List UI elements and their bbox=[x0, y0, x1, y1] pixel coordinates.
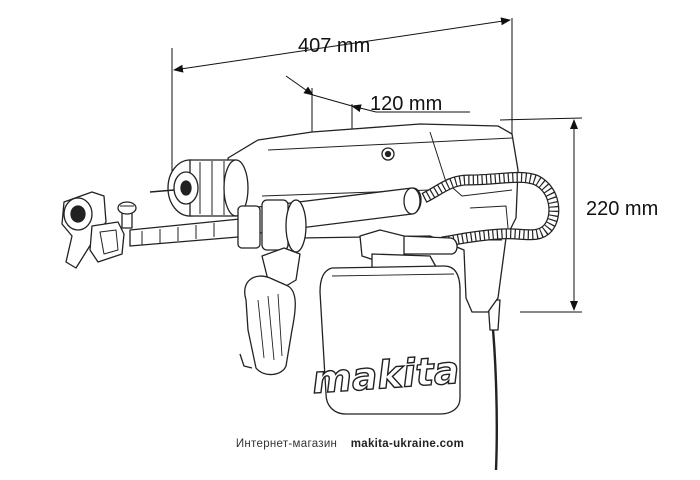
chuck bbox=[167, 159, 249, 217]
dust-extraction-tube bbox=[129, 187, 422, 253]
footer: Интернет-магазин makita-ukraine.com bbox=[0, 438, 700, 450]
flexible-hose bbox=[421, 171, 560, 248]
dust-cap bbox=[61, 191, 137, 269]
dust-bag bbox=[319, 253, 461, 415]
power-cord bbox=[490, 317, 498, 471]
height-dimension-label: 220 mm bbox=[586, 198, 658, 220]
tool-drawing bbox=[61, 123, 560, 471]
side-handle bbox=[239, 247, 301, 376]
depth-dimension-label: 120 mm bbox=[370, 93, 442, 115]
footer-label: Интернет-магазин bbox=[235, 438, 338, 450]
makita-logo: makita bbox=[311, 348, 461, 402]
length-dimension-label: 407 mm bbox=[298, 35, 370, 57]
footer-site-link[interactable]: makita-ukraine.com bbox=[350, 438, 465, 450]
